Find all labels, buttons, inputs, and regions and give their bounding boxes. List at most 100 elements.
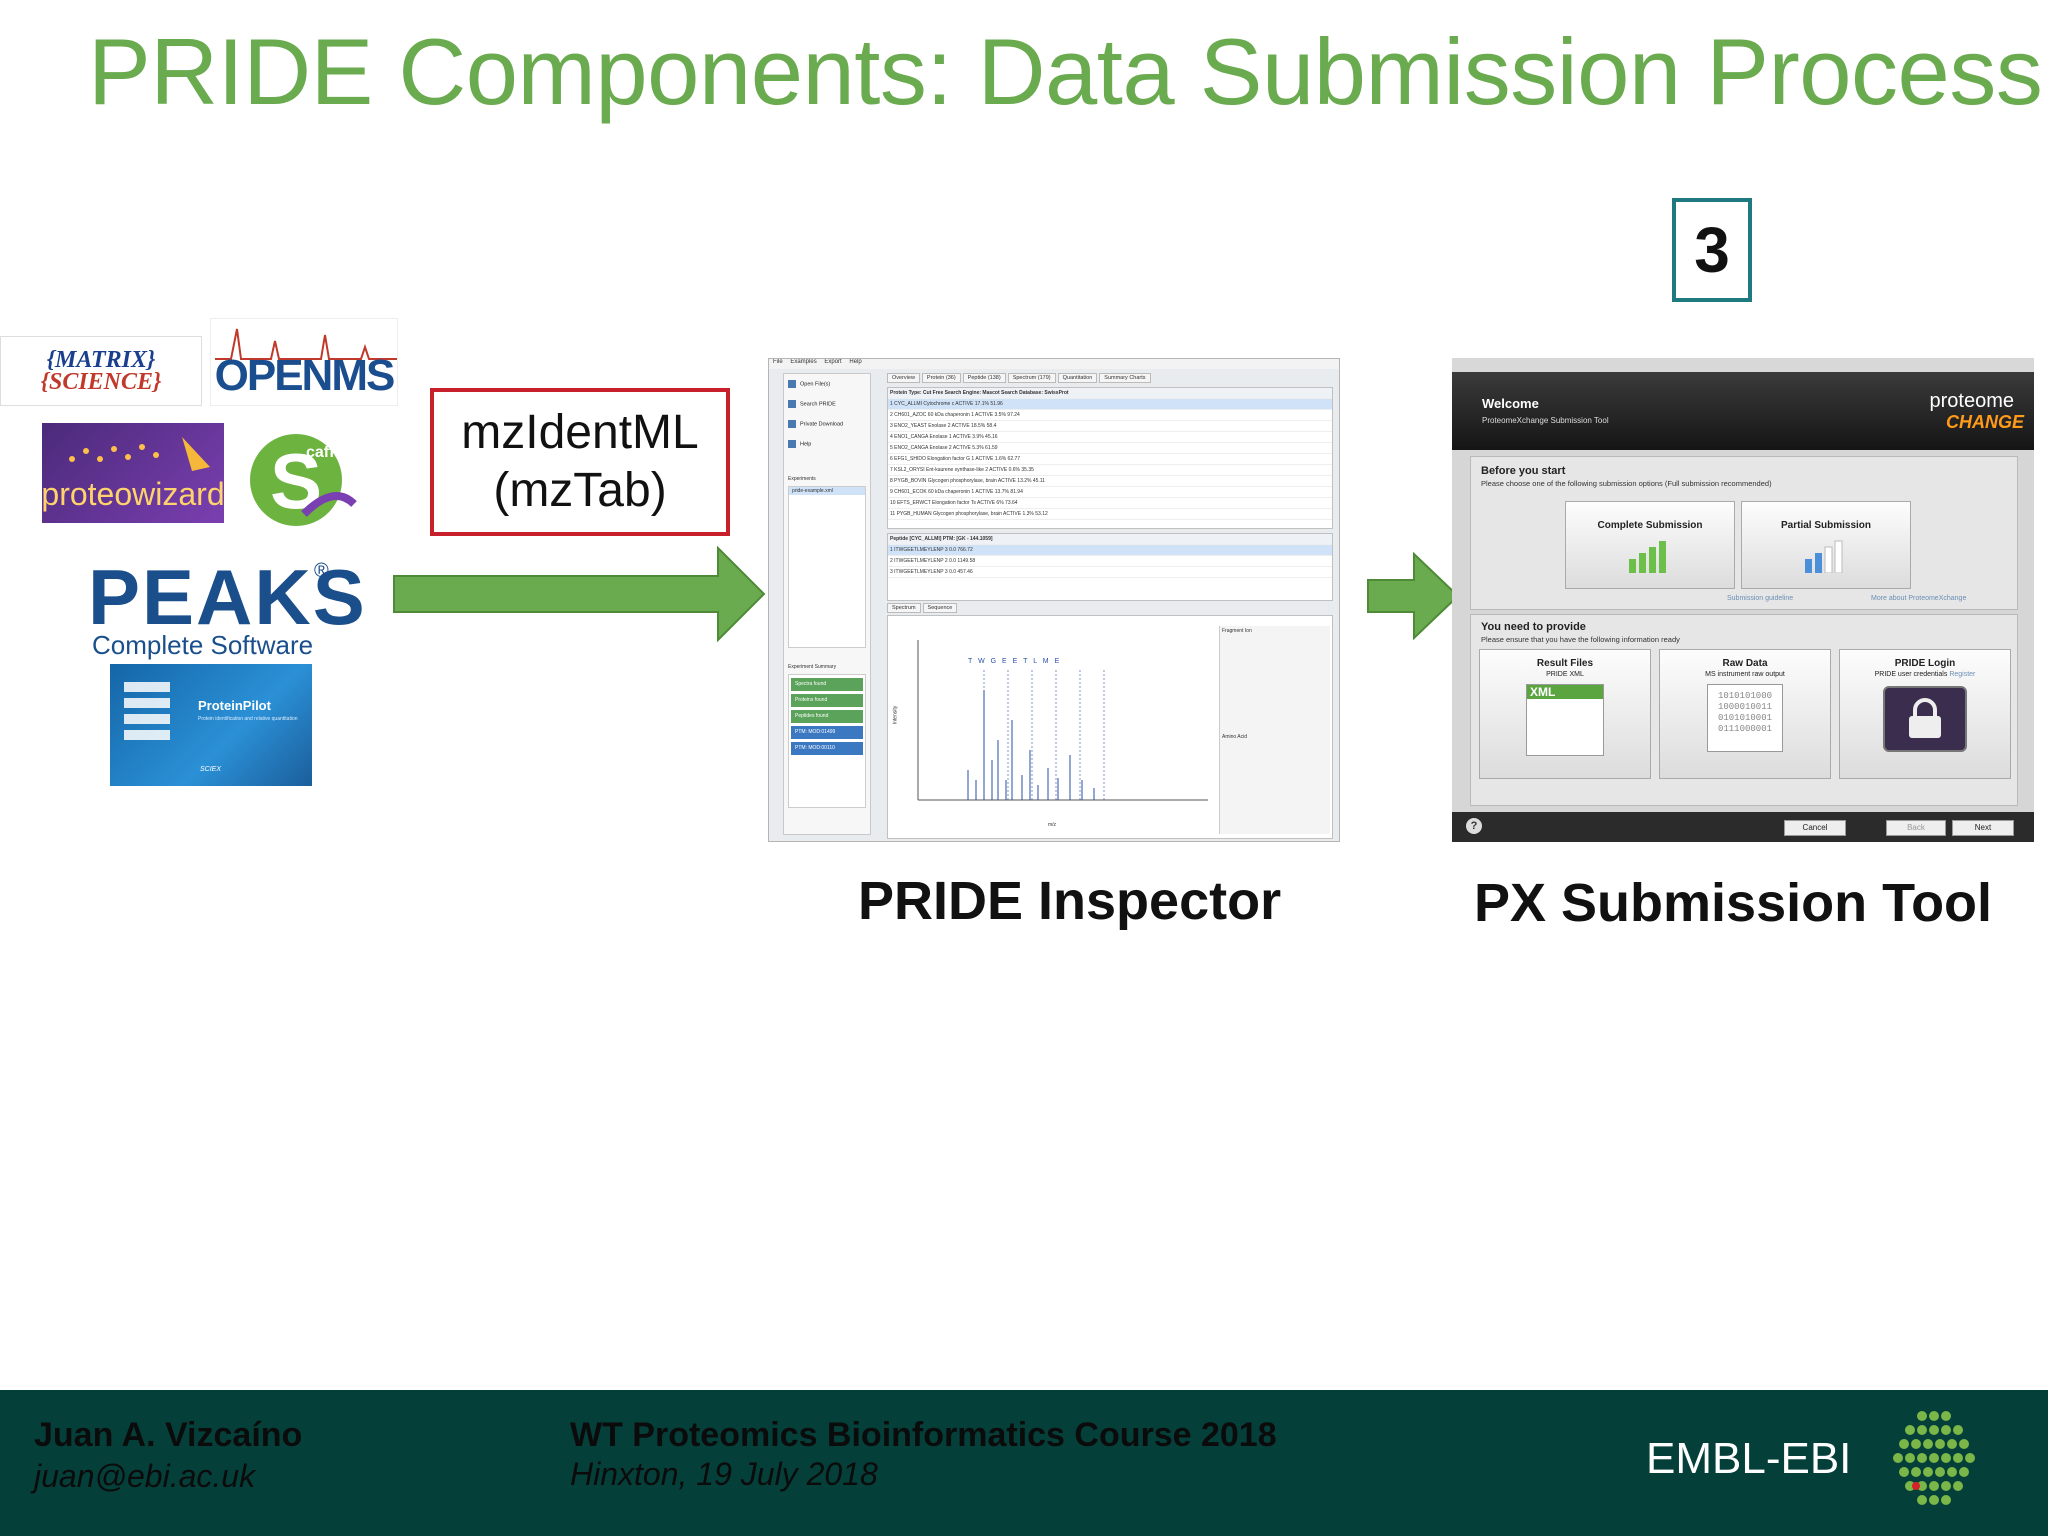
matrix-science-line1: {MATRIX}	[46, 347, 156, 373]
tab-spectrum[interactable]: Spectrum (179)	[1007, 373, 1056, 383]
table-row[interactable]: 3 ENO2_YEAST Enolase 2 ACTIVE 18.5% 58.4	[888, 421, 1332, 432]
table-row[interactable]: 8 PYGB_BOVIN Glycogen phosphorylase, bra…	[888, 476, 1332, 487]
px-tool-caption: PX Submission Tool	[1474, 873, 1993, 933]
complete-submission-label: Complete Submission	[1597, 520, 1703, 531]
inspector-summary-panel: Spectra found Proteins found Peptides fo…	[788, 674, 866, 808]
table-row[interactable]: 4 ENO1_CANGA Enolase 1 ACTIVE 3.9% 45.16	[888, 432, 1332, 443]
tab-peptide[interactable]: Peptide (138)	[962, 373, 1006, 383]
protein-table: Protein Type: Cut Free Search Engine: Ma…	[887, 387, 1333, 529]
format-mzidentml: mzIdentML	[461, 406, 699, 459]
next-button[interactable]: Next	[1952, 820, 2014, 836]
raw-data-sub: MS instrument raw output	[1705, 671, 1785, 678]
tab-summary-charts[interactable]: Summary Charts	[1099, 373, 1151, 383]
table-row[interactable]: 2 CH601_AZOC 60 kDa chaperonin 1 ACTIVE …	[888, 410, 1332, 421]
table-row[interactable]: 5 ENO2_CANGA Enolase 2 ACTIVE 5.3% 61.59	[888, 443, 1332, 454]
px-provide-subtitle: Please ensure that you have the followin…	[1481, 635, 1680, 644]
binary-line: 1000010011	[1717, 702, 1772, 712]
amino-acid-label: Amino Acid	[1222, 734, 1248, 740]
proteinpilot-stripes-icon	[124, 682, 170, 740]
inspector-experiment-item[interactable]: pride-example.xml	[789, 487, 865, 495]
submission-guideline-link[interactable]: Submission guideline	[1727, 595, 1794, 602]
raw-data-card[interactable]: Raw Data MS instrument raw output 101010…	[1659, 649, 1831, 779]
inspector-open-files-button[interactable]: Open File(s)	[788, 380, 864, 394]
px-body: Before you start Please choose one of th…	[1452, 450, 2034, 812]
result-files-card[interactable]: Result Files PRIDE XML XML	[1479, 649, 1651, 779]
scaffold-logo: S caffold	[244, 424, 364, 534]
pride-login-title: PRIDE Login	[1894, 658, 1956, 669]
proteinpilot-subtitle: Protein identification and relative quan…	[198, 716, 298, 722]
register-link[interactable]: Register	[1949, 671, 1976, 678]
pride-inspector-screenshot: File Examples Export Help Open File(s) S…	[768, 358, 1340, 842]
tab-quantitation[interactable]: Quantitation	[1057, 373, 1098, 383]
peaks-word: PEAKS	[88, 553, 367, 641]
raw-data-icon: 1010101000 1000010011 0101010001 0111000…	[1707, 684, 1783, 752]
summary-row[interactable]: Spectra found	[791, 678, 863, 691]
px-before-start-panel: Before you start Please choose one of th…	[1470, 456, 2018, 610]
proteinpilot-brand: SCIEX	[200, 766, 222, 773]
openms-open-text: OPEN	[214, 351, 334, 400]
pride-login-card[interactable]: PRIDE Login PRIDE user credentials Regis…	[1839, 649, 2011, 779]
peaks-registered-mark: ®	[314, 560, 329, 582]
cancel-button[interactable]: Cancel	[1784, 820, 1846, 836]
binary-line: 1010101000	[1717, 691, 1772, 701]
peptide-table-header: Peptide [CYC_ALLMI] PTM: [GK - 144.1059]	[888, 534, 1332, 545]
help-icon[interactable]: ?	[1466, 818, 1482, 834]
slide-footer: Juan A. Vizcaíno juan@ebi.ac.uk WT Prote…	[0, 1390, 2048, 1536]
proteowizard-text: proteowizard	[42, 476, 224, 512]
proteomexchange-logo-bottom: CHANGE	[1945, 412, 2024, 432]
summary-row[interactable]: Proteins found	[791, 694, 863, 707]
inspector-search-pride-button[interactable]: Search PRIDE	[788, 400, 864, 414]
tab-overview[interactable]: Overview	[887, 373, 920, 383]
blue-bars-icon	[1805, 540, 1843, 574]
spectrum-control-panel: Fragment Ion Amino Acid	[1219, 626, 1330, 834]
inspector-private-download-button[interactable]: Private Download	[788, 420, 864, 434]
inspector-experiment-list: pride-example.xml	[788, 486, 866, 648]
table-row[interactable]: 9 CH601_ECOK 60 kDa chaperonin 1 ACTIVE …	[888, 487, 1332, 498]
peptide-table: Peptide [CYC_ALLMI] PTM: [GK - 144.1059]…	[887, 533, 1333, 601]
px-footer: ? Cancel Back Next	[1452, 812, 2034, 842]
footer-org-name: EMBL-EBI	[1646, 1434, 1852, 1483]
summary-row[interactable]: PTM: MOD:01499	[791, 726, 863, 739]
summary-row[interactable]: Peptides found	[791, 710, 863, 723]
inspector-help-button[interactable]: Help	[788, 440, 864, 454]
openms-spectrum-icon	[215, 328, 397, 360]
partial-submission-button[interactable]: Partial Submission	[1741, 501, 1911, 589]
table-row[interactable]: 6 EFG1_SHIDO Elongation factor G 1 ACTIV…	[888, 454, 1332, 465]
inspector-menu-export[interactable]: Export	[824, 359, 842, 365]
tab-protein[interactable]: Protein (36)	[921, 373, 961, 383]
table-row[interactable]: 3 ITWGEETLMEYLENP 3 0.0 457.46	[888, 567, 1332, 578]
matrix-science-logo: {MATRIX} {SCIENCE}	[0, 336, 202, 406]
table-row[interactable]: 2 ITWGEETLMEYLENP 2 0.0 1149.58	[888, 556, 1332, 567]
peaks-logo: PEAKS ® Complete Software	[88, 552, 365, 662]
spectrum-plot	[917, 640, 1208, 801]
table-row[interactable]: 1 ITWGEETLMEYLENP 3 0.0 766.72	[888, 545, 1332, 556]
xml-file-icon: XML	[1526, 684, 1604, 756]
tab-spectrum-view[interactable]: Spectrum	[887, 603, 921, 613]
green-bars-icon	[1629, 541, 1666, 573]
complete-submission-button[interactable]: Complete Submission	[1565, 501, 1735, 589]
about-proteomexchange-link[interactable]: More about ProteomeXchange	[1871, 595, 1967, 602]
openms-ms-text: MS	[331, 351, 395, 400]
tab-sequence-view[interactable]: Sequence	[922, 603, 958, 613]
step-number-box: 3	[1672, 198, 1752, 302]
inspector-menu-help[interactable]: Help	[849, 359, 862, 365]
table-row[interactable]: 7 KSL2_ORYSI Ent-kaurene synthase-like 2…	[888, 465, 1332, 476]
px-header: Welcome ProteomeXchange Submission Tool …	[1452, 372, 2034, 450]
table-row[interactable]: 10 EFTS_ERWCT Elongation factor Ts ACTIV…	[888, 498, 1332, 509]
inspector-menu-file[interactable]: File	[773, 359, 783, 365]
inspector-menu-examples[interactable]: Examples	[790, 359, 817, 365]
spectrum-viewer: T W G E E T L M E m/z Intensity Fragment…	[887, 615, 1333, 839]
pride-inspector-caption: PRIDE Inspector	[858, 871, 1282, 931]
fragment-ion-label: Fragment Ion	[1222, 628, 1252, 634]
padlock-icon	[1909, 698, 1941, 738]
back-button[interactable]: Back	[1886, 820, 1946, 836]
proteowizard-stars-icon	[69, 437, 210, 471]
table-row[interactable]: 1 CYC_ALLMI Cytochrome c ACTIVE 17.1% 51…	[888, 399, 1332, 410]
proteowizard-logo: proteowizard	[42, 423, 224, 523]
footer-location-date: Hinxton, 19 July 2018	[570, 1456, 878, 1492]
table-row[interactable]: 11 PYGB_HUMAN Glycogen phosphorylase, br…	[888, 509, 1332, 520]
summary-row[interactable]: PTM: MOD:00110	[791, 742, 863, 755]
binary-line: 0101010001	[1717, 713, 1772, 723]
